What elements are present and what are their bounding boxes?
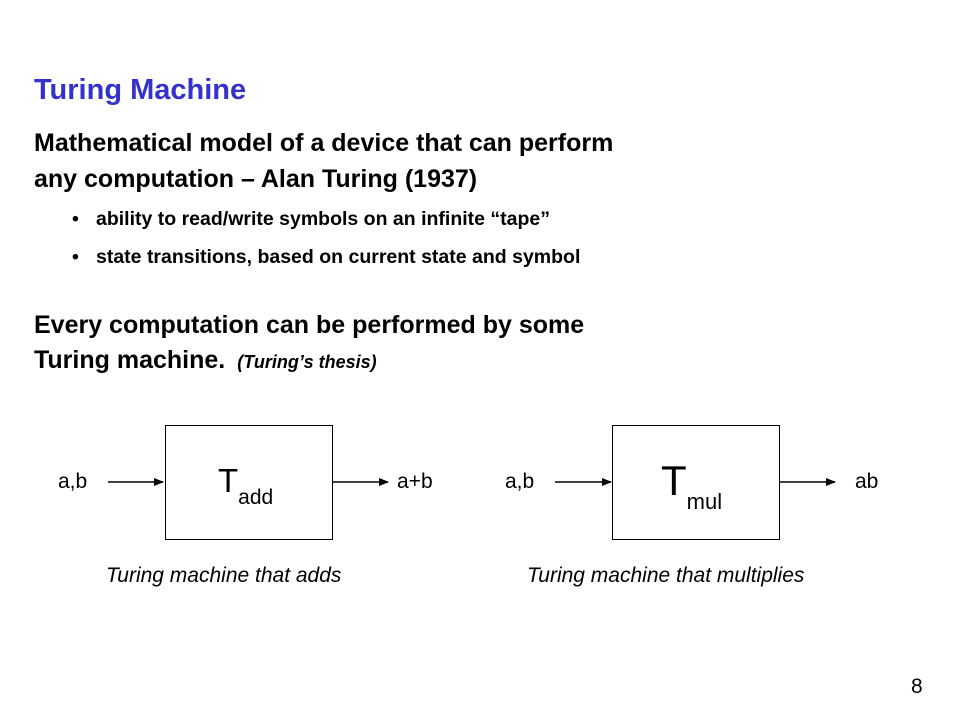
- add-machine-subscript: add: [238, 486, 274, 509]
- page-number: 8: [911, 675, 923, 698]
- thesis-line-2: Turing machine. (Turing’s thesis): [34, 343, 584, 380]
- bullet-text: state transitions, based on current stat…: [96, 246, 581, 268]
- mul-machine-symbol: T: [661, 457, 687, 504]
- bullet-item: • ability to read/write symbols on an in…: [72, 200, 580, 238]
- add-machine-symbol: T: [218, 462, 239, 499]
- thesis-text: Every computation can be performed by so…: [34, 308, 584, 380]
- bullet-icon: •: [72, 246, 79, 268]
- mul-machine-subscript: mul: [686, 489, 723, 514]
- add-output-label: a+b: [397, 470, 433, 493]
- bullet-list: • ability to read/write symbols on an in…: [72, 200, 580, 276]
- thesis-line-2-text: Turing machine.: [34, 346, 226, 374]
- bullet-text: ability to read/write symbols on an infi…: [96, 208, 550, 230]
- mul-machine-box: Tmul: [612, 425, 780, 540]
- add-machine-label: Tadd: [218, 462, 273, 508]
- add-input-label: a,b: [58, 470, 88, 493]
- thesis-line-1: Every computation can be performed by so…: [34, 311, 585, 339]
- mul-machine-label: Tmul: [661, 457, 722, 513]
- thesis-note: (Turing’s thesis): [237, 352, 377, 372]
- intro-text: Mathematical model of a device that can …: [34, 125, 613, 197]
- mul-output-label: ab: [855, 470, 879, 493]
- add-caption: Turing machine that adds: [106, 564, 342, 587]
- slide-title: Turing Machine: [34, 74, 247, 106]
- mul-input-label: a,b: [505, 470, 535, 493]
- mul-caption: Turing machine that multiplies: [527, 564, 805, 587]
- bullet-item: • state transitions, based on current st…: [72, 238, 580, 276]
- bullet-icon: •: [72, 208, 79, 230]
- add-machine-box: Tadd: [165, 425, 333, 540]
- intro-line-2: any computation – Alan Turing (1937): [34, 165, 478, 193]
- intro-line-1: Mathematical model of a device that can …: [34, 129, 614, 157]
